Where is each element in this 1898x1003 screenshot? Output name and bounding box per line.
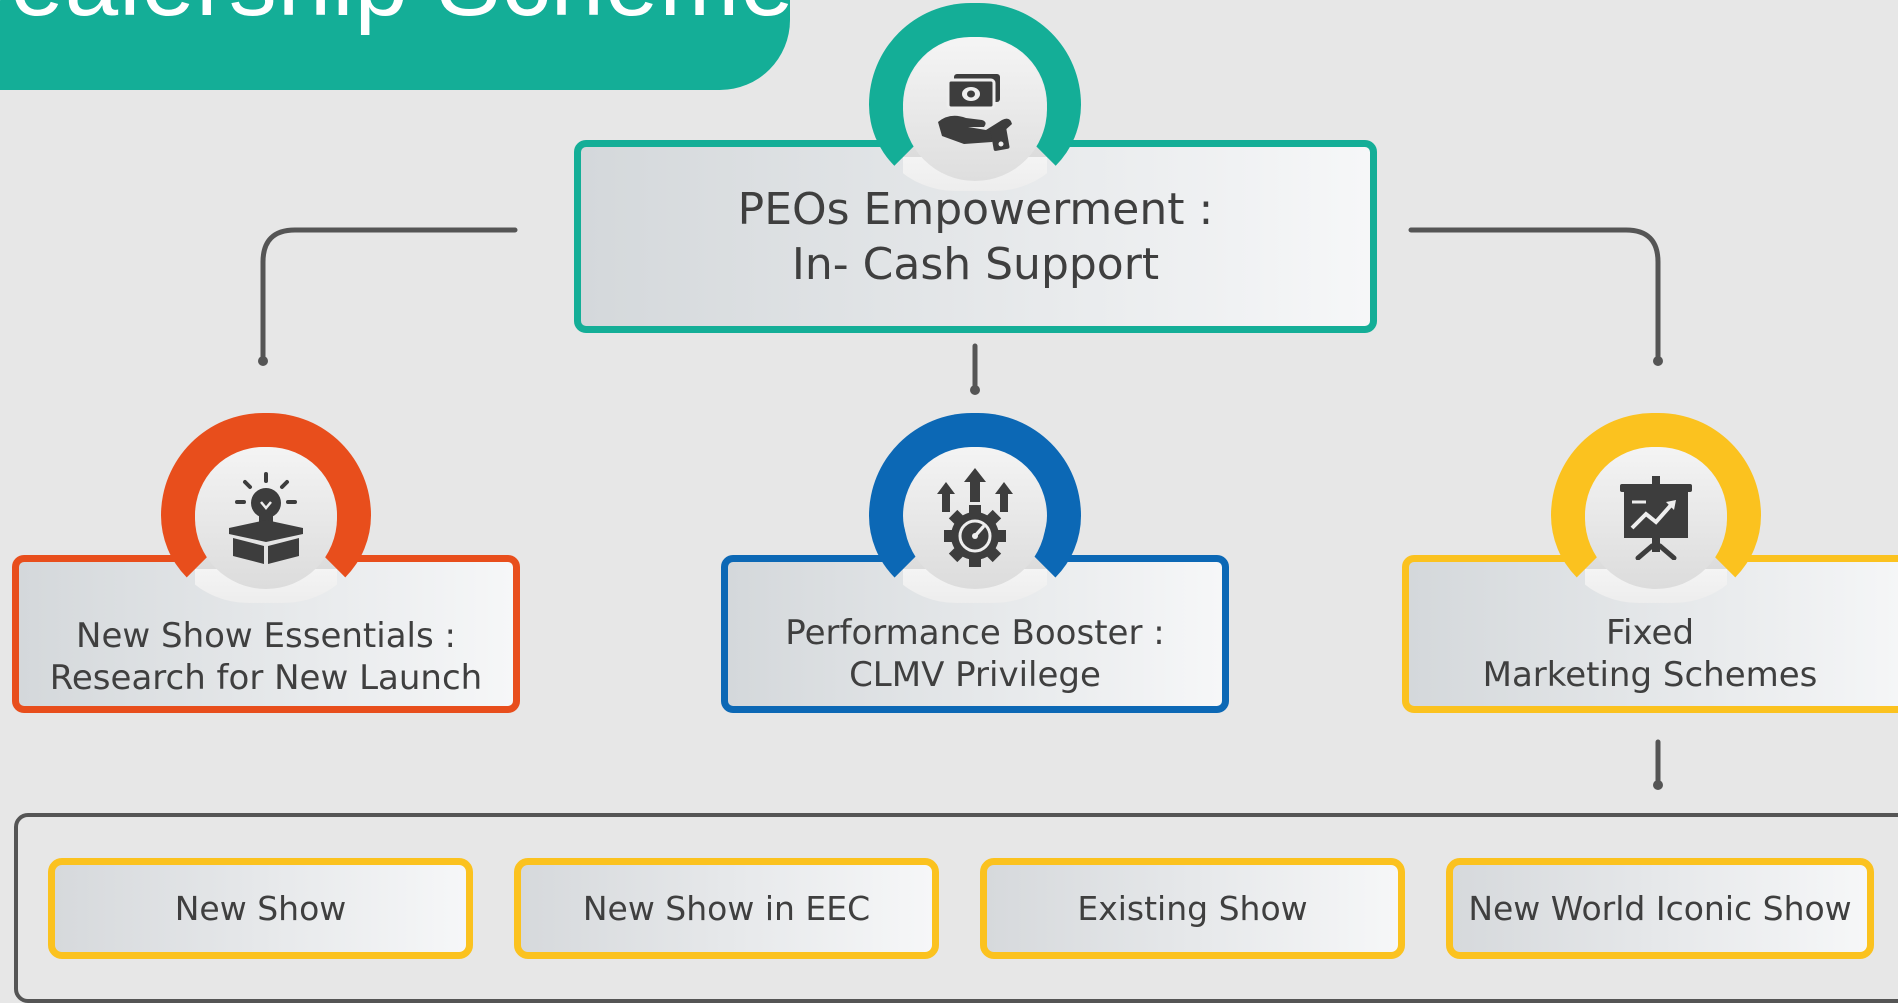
branch-2-icon-disc xyxy=(904,447,1046,589)
sub-scheme-new-world-iconic-show: New World Iconic Show xyxy=(1446,858,1874,959)
top-node-icon-disc xyxy=(903,37,1047,181)
banner-title: Dealership Schemes xyxy=(0,0,790,38)
branch-3-icon-disc xyxy=(1585,447,1727,589)
branch-1-line2: Research for New Launch xyxy=(49,658,483,698)
branch-2-line2: CLMV Privilege xyxy=(849,655,1101,695)
cash-in-hand-icon xyxy=(938,74,1012,151)
branch-3-line1: Fixed xyxy=(1605,612,1695,653)
branch-2-line1: Performance Booster : xyxy=(785,612,1165,653)
branch-1-icon-disc xyxy=(195,447,337,589)
connector-right xyxy=(1408,227,1661,361)
top-node-line1: PEOs Empowerment : xyxy=(737,183,1214,235)
connector-right-dot xyxy=(1653,356,1663,366)
sub-schemes-frame xyxy=(14,813,1898,1003)
connector-center-dot xyxy=(970,385,980,395)
sub-scheme-existing-show: Existing Show xyxy=(980,858,1405,959)
title-banner: Dealership Schemes xyxy=(0,0,790,90)
connector-left xyxy=(260,227,518,361)
gear-gauge-arrows-icon xyxy=(937,468,1013,567)
sub-scheme-new-show: New Show xyxy=(48,858,473,959)
top-node-line2: In- Cash Support xyxy=(791,238,1160,290)
connector-left-dot xyxy=(258,356,268,366)
presentation-chart-icon xyxy=(1620,476,1692,560)
connector-bottom-dot xyxy=(1653,780,1663,790)
lightbulb-box-icon xyxy=(229,472,303,564)
branch-3-line2: Marketing Schemes xyxy=(1482,655,1818,695)
branch-1-line1: New Show Essentials : xyxy=(76,615,456,656)
sub-scheme-new-show-in-eec: New Show in EEC xyxy=(514,858,939,959)
